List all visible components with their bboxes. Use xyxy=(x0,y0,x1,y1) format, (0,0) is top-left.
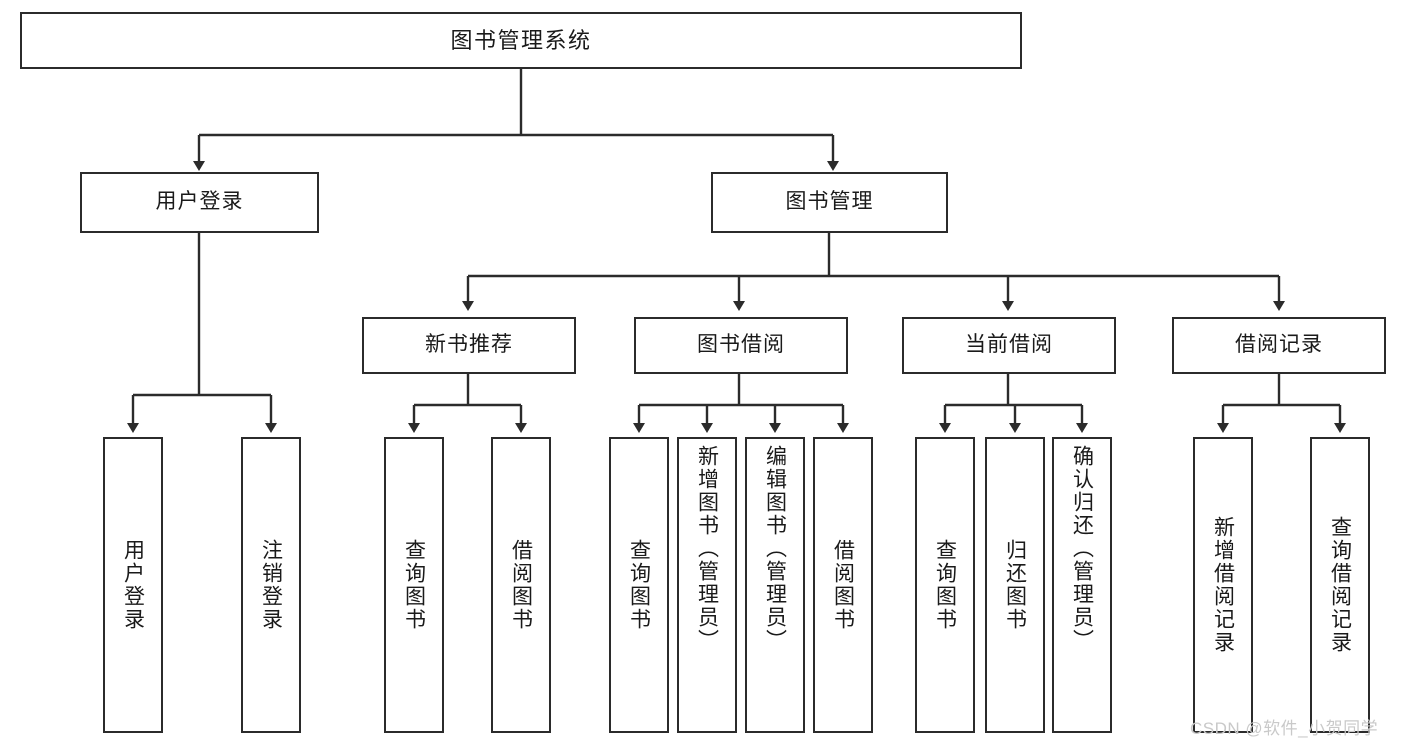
node-book-manage[interactable]: 图书管理 xyxy=(711,172,948,233)
node-user-login[interactable]: 用户登录 xyxy=(80,172,319,233)
leaf-rec-borrow-label: 借阅图书 xyxy=(509,539,533,631)
leaf-rec-query-label: 查询图书 xyxy=(402,539,426,631)
leaf-user-logout-label: 注销登录 xyxy=(259,539,283,631)
node-current-borrow-label: 当前借阅 xyxy=(965,333,1053,357)
node-root-label: 图书管理系统 xyxy=(450,27,592,53)
node-book-borrow-label: 图书借阅 xyxy=(697,333,785,357)
leaf-borrow-edit[interactable]: 编辑图书（管理员） xyxy=(745,437,805,733)
leaf-borrow-edit-label: 编辑图书（管理员） xyxy=(763,445,787,652)
leaf-borrow-lend-label: 借阅图书 xyxy=(831,539,855,631)
csdn-watermark: CSDN @软件_小贺同学 xyxy=(1190,719,1379,738)
leaf-rec-borrow[interactable]: 借阅图书 xyxy=(491,437,551,733)
leaf-cur-query[interactable]: 查询图书 xyxy=(915,437,975,733)
leaf-borrow-query-label: 查询图书 xyxy=(627,539,651,631)
leaf-user-logout[interactable]: 注销登录 xyxy=(241,437,301,733)
node-new-book-rec-label: 新书推荐 xyxy=(425,333,513,357)
node-book-borrow[interactable]: 图书借阅 xyxy=(634,317,848,374)
leaf-user-login-label: 用户登录 xyxy=(121,539,145,631)
leaf-cur-confirm[interactable]: 确认归还（管理员） xyxy=(1052,437,1112,733)
node-user-login-label: 用户登录 xyxy=(155,190,244,214)
leaf-borrow-lend[interactable]: 借阅图书 xyxy=(813,437,873,733)
node-borrow-record[interactable]: 借阅记录 xyxy=(1172,317,1386,374)
leaf-record-query[interactable]: 查询借阅记录 xyxy=(1310,437,1370,733)
leaf-cur-return[interactable]: 归还图书 xyxy=(985,437,1045,733)
node-book-manage-label: 图书管理 xyxy=(785,190,874,214)
leaf-cur-confirm-label: 确认归还（管理员） xyxy=(1070,445,1094,652)
node-current-borrow[interactable]: 当前借阅 xyxy=(902,317,1116,374)
leaf-borrow-add-label: 新增图书（管理员） xyxy=(695,445,719,652)
leaf-cur-return-label: 归还图书 xyxy=(1003,539,1027,631)
leaf-user-login[interactable]: 用户登录 xyxy=(103,437,163,733)
leaf-record-add-label: 新增借阅记录 xyxy=(1211,516,1235,654)
node-new-book-rec[interactable]: 新书推荐 xyxy=(362,317,576,374)
leaf-rec-query[interactable]: 查询图书 xyxy=(384,437,444,733)
leaf-borrow-query[interactable]: 查询图书 xyxy=(609,437,669,733)
leaf-cur-query-label: 查询图书 xyxy=(933,539,957,631)
node-borrow-record-label: 借阅记录 xyxy=(1235,333,1323,357)
leaf-record-add[interactable]: 新增借阅记录 xyxy=(1193,437,1253,733)
leaf-record-query-label: 查询借阅记录 xyxy=(1328,516,1352,654)
node-root[interactable]: 图书管理系统 xyxy=(20,12,1022,69)
leaf-borrow-add[interactable]: 新增图书（管理员） xyxy=(677,437,737,733)
